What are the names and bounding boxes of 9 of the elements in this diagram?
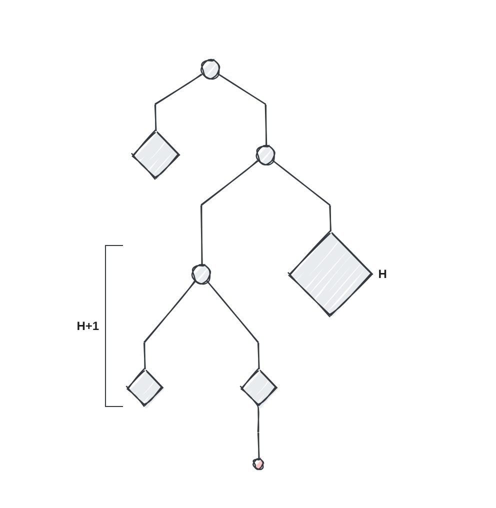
connector: [206, 280, 260, 370]
height-label: H+1: [76, 319, 100, 334]
connector: [144, 280, 197, 370]
connector: [154, 73, 204, 132]
connector: [258, 404, 260, 460]
connector: [217, 73, 268, 148]
connector: [200, 160, 260, 266]
connector: [272, 160, 332, 233]
node-caption: H: [378, 266, 387, 281]
